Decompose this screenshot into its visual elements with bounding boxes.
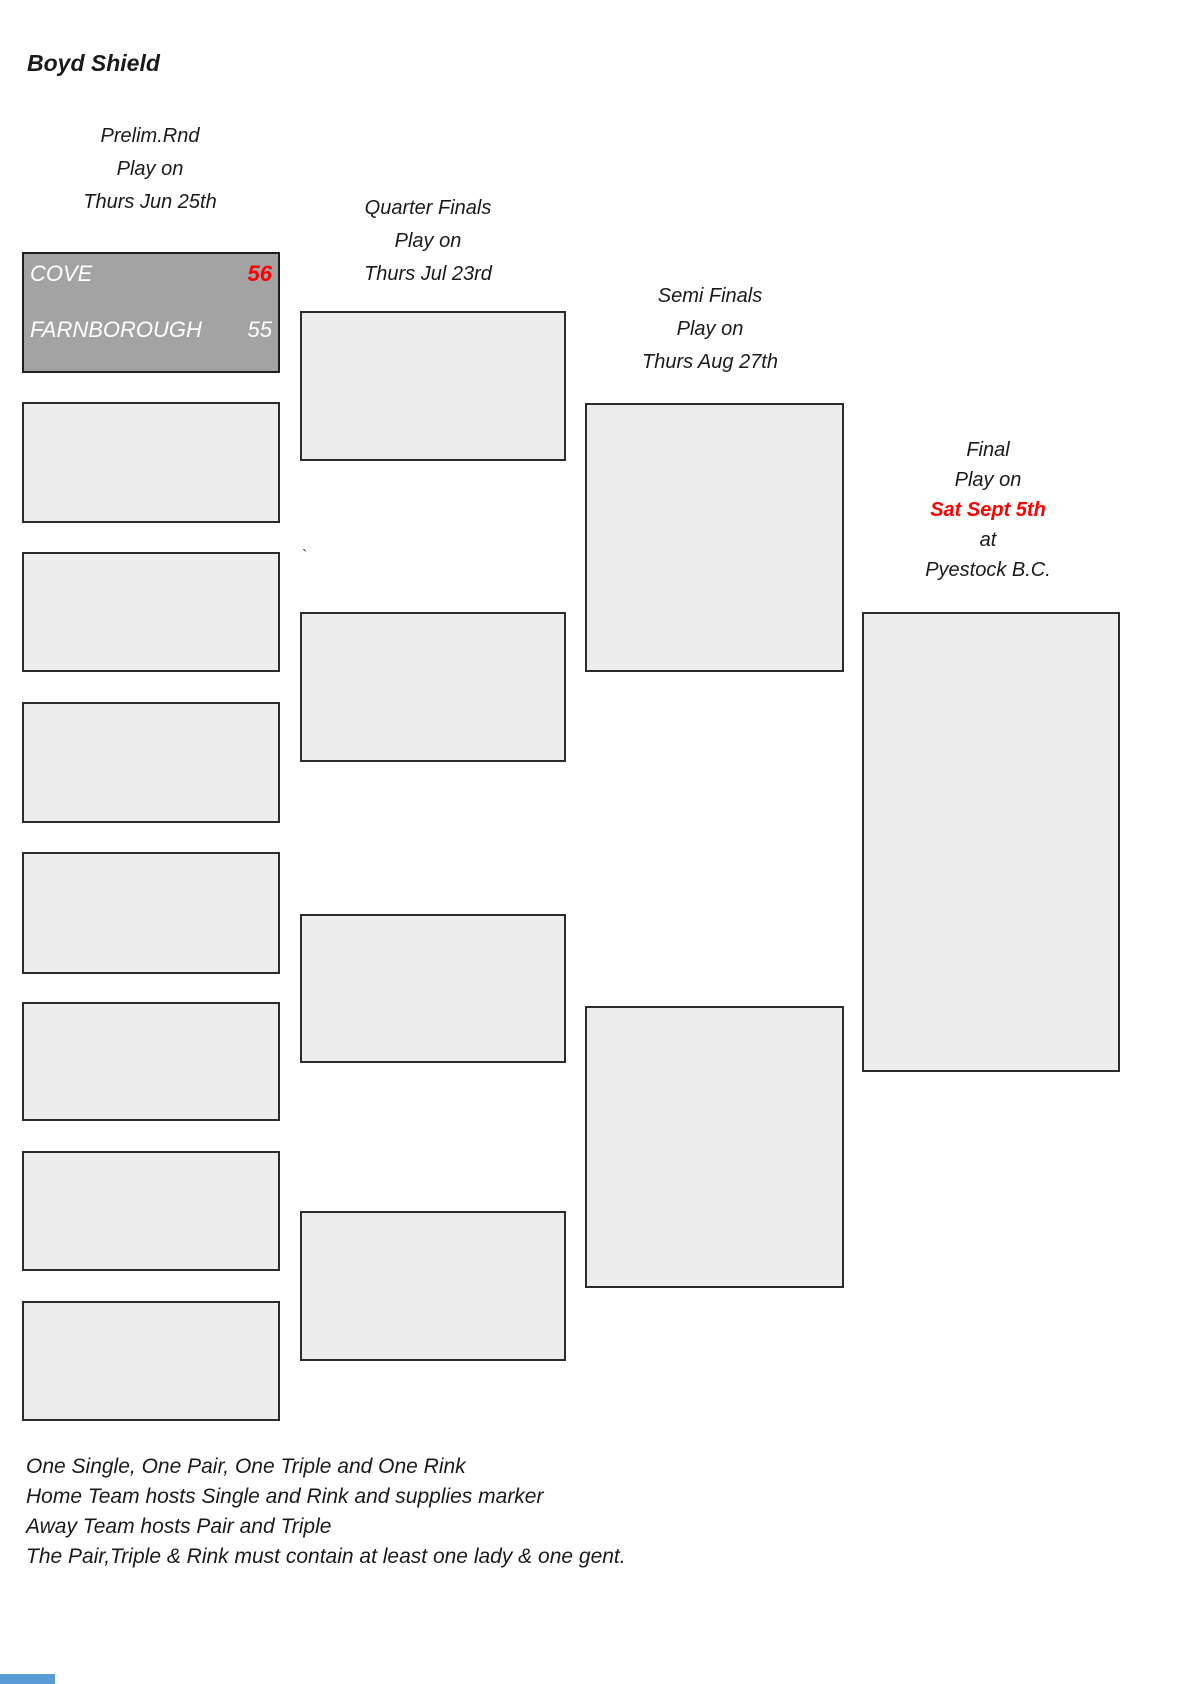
final-date: Sat Sept 5th <box>930 499 1046 521</box>
semi-finals-name: Semi Finals <box>657 285 763 307</box>
rule-line-1: One Single, One Pair, One Triple and One… <box>26 1455 466 1478</box>
final-header: Final Play on Sat Sept 5th at Pyestock B… <box>858 435 1118 585</box>
quarter-final-3-box <box>300 914 566 1063</box>
rule-line-3: Away Team hosts Pair and Triple <box>26 1515 332 1538</box>
prelim-match-2-box <box>22 402 280 523</box>
final-box <box>862 612 1120 1072</box>
final-name: Final <box>966 439 1010 461</box>
semi-finals-date: Thurs Aug 27th <box>641 351 778 373</box>
final-play-on-label: Play on <box>954 469 1022 491</box>
prelim-match-5-box <box>22 852 280 974</box>
home-team-score: 56 <box>247 261 272 286</box>
semi-finals-header: Semi Finals Play on Thurs Aug 27th <box>580 280 840 379</box>
quarter-final-1-box <box>300 311 566 461</box>
rule-line-2: Home Team hosts Single and Rink and supp… <box>26 1485 544 1508</box>
quarter-final-4-box <box>300 1211 566 1361</box>
quarter-final-2-box <box>300 612 566 762</box>
away-team-score: 55 <box>247 317 272 342</box>
semi-final-2-box <box>585 1006 844 1288</box>
prelim-play-on-label: Play on <box>116 158 184 180</box>
rule-line-4: The Pair,Triple & Rink must contain at l… <box>26 1545 626 1568</box>
prelim-round-header: Prelim.Rnd Play on Thurs Jun 25th <box>30 120 270 219</box>
stray-tick-mark: ` <box>302 548 308 565</box>
quarter-finals-date: Thurs Jul 23rd <box>364 263 492 285</box>
semi-finals-play-on-label: Play on <box>676 318 744 340</box>
prelim-match-6-box <box>22 1002 280 1121</box>
page-title: Boyd Shield <box>27 50 160 76</box>
quarter-finals-play-on-label: Play on <box>394 230 462 252</box>
away-team-name: FARNBOROUGH <box>30 317 202 342</box>
blue-corner-bar <box>0 1674 55 1684</box>
prelim-match-1-box: COVE 56 FARNBOROUGH 55 <box>22 252 280 373</box>
prelim-match-4-box <box>22 702 280 823</box>
semi-final-1-box <box>585 403 844 672</box>
prelim-match-3-box <box>22 552 280 672</box>
final-venue: Pyestock B.C. <box>925 559 1051 581</box>
final-at-label: at <box>979 529 997 551</box>
quarter-finals-name: Quarter Finals <box>364 197 492 219</box>
competition-rules: One Single, One Pair, One Triple and One… <box>26 1452 626 1572</box>
home-team-name: COVE <box>30 261 93 286</box>
quarter-finals-header: Quarter Finals Play on Thurs Jul 23rd <box>298 192 558 291</box>
prelim-round-name: Prelim.Rnd <box>100 125 200 147</box>
prelim-match-8-box <box>22 1301 280 1421</box>
prelim-date: Thurs Jun 25th <box>83 191 217 213</box>
prelim-match-7-box <box>22 1151 280 1271</box>
